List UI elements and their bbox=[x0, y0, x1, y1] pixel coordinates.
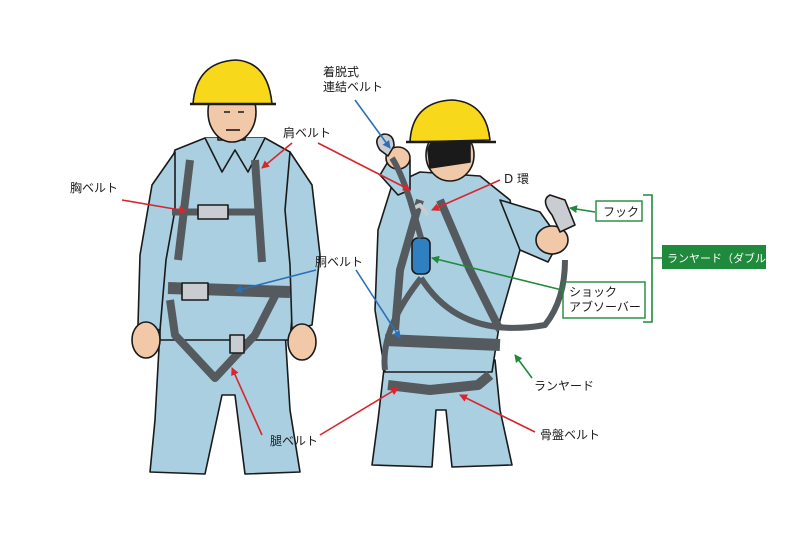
arrow-detachable-belt bbox=[354, 99, 391, 149]
arrow-lanyard bbox=[514, 354, 533, 379]
arrow-waist-belt bbox=[234, 269, 317, 294]
label-lanyard: ランヤード bbox=[534, 379, 594, 393]
label-d-ring: D 環 bbox=[504, 172, 529, 186]
arrow-shock-absorber bbox=[431, 255, 563, 291]
label-shoulder-belt: 肩ベルト bbox=[283, 125, 331, 140]
label-shock-absorber-2: アブソーバー bbox=[569, 299, 641, 314]
arrow-shoulder-belt bbox=[261, 142, 293, 169]
label-lanyard-double: ランヤード（ダブル） bbox=[667, 251, 777, 265]
label-detachable-belt-1: 着脱式 bbox=[323, 64, 359, 79]
arrow-waist-belt-back bbox=[355, 269, 401, 339]
label-pelvic-belt: 骨盤ベルト bbox=[540, 428, 600, 442]
labels: 胸ベルト 肩ベルト 胴ベルト 腿ベルト 着脱式 連結ベルト D 環 ショック ア… bbox=[70, 64, 641, 448]
label-waist-belt: 胴ベルト bbox=[315, 255, 363, 269]
label-shock-absorber-1: ショック bbox=[569, 285, 617, 299]
lanyard-double-box: ランヤード（ダブル） bbox=[662, 245, 777, 269]
arrow-hook bbox=[569, 205, 596, 214]
label-hook: フック bbox=[603, 205, 639, 219]
shock-absorber-label-box bbox=[562, 281, 646, 319]
arrow-shoulder-belt-back bbox=[317, 142, 411, 191]
label-chest-belt: 胸ベルト bbox=[70, 180, 118, 195]
arrow-pelvic-belt bbox=[459, 394, 536, 433]
lanyard-bracket bbox=[643, 194, 662, 323]
arrow-d-ring bbox=[431, 179, 501, 211]
hook-label-box: フック bbox=[595, 200, 643, 222]
front-worker-figure bbox=[131, 59, 321, 475]
label-arrows bbox=[121, 99, 662, 436]
label-detachable-belt-2: 連結ベルト bbox=[323, 80, 383, 94]
back-worker-figure bbox=[371, 99, 576, 468]
arrow-chest-belt bbox=[121, 199, 187, 214]
arrow-leg-belt-back bbox=[319, 387, 399, 436]
label-leg-belt: 腿ベルト bbox=[270, 434, 318, 448]
arrow-leg-belt bbox=[231, 367, 263, 436]
